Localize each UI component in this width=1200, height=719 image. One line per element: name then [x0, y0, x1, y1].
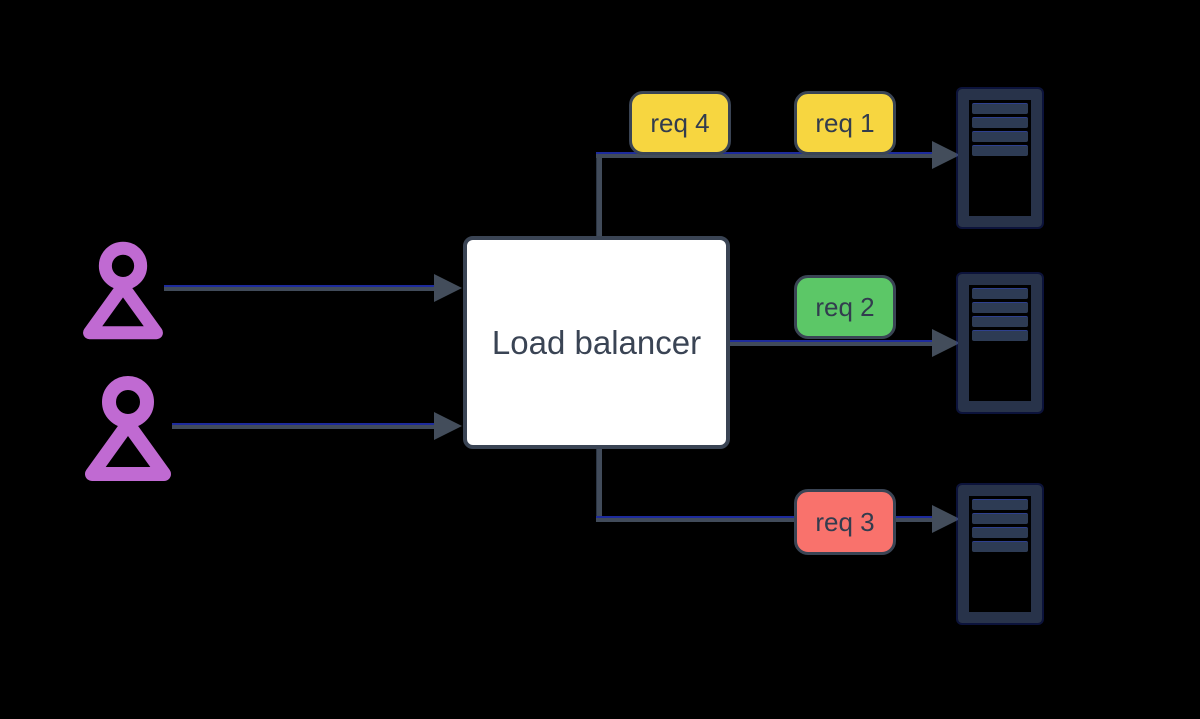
server-slat — [972, 131, 1028, 142]
arrowhead-icon — [434, 412, 462, 440]
user-icon — [83, 241, 163, 340]
connector-lb-to-server3-vertical — [596, 448, 602, 522]
request-badge-label: req 1 — [815, 107, 875, 138]
server-slat — [972, 527, 1028, 538]
load-balancer-node: Load balancer — [463, 236, 730, 449]
server-icon — [958, 485, 1042, 623]
server-icon — [958, 274, 1042, 412]
server-slat — [972, 302, 1028, 313]
server-slat — [972, 499, 1028, 510]
request-badge-req2: req 2 — [794, 275, 896, 339]
connector-user2-to-lb — [172, 423, 436, 429]
request-badge-req3: req 3 — [794, 489, 896, 555]
server-slat — [972, 330, 1028, 341]
server-slat — [972, 316, 1028, 327]
connector-lb-to-server1-vertical — [596, 152, 602, 238]
server-slat — [972, 513, 1028, 524]
connector-lb-to-server2 — [729, 340, 932, 346]
request-badge-label: req 3 — [815, 506, 875, 537]
request-badge-label: req 4 — [650, 107, 710, 138]
arrowhead-icon — [434, 274, 462, 302]
server-slat — [972, 117, 1028, 128]
load-balancer-label: Load balancer — [491, 323, 702, 361]
server-slat — [972, 103, 1028, 114]
connector-lb-to-server3 — [596, 516, 932, 522]
server-slat — [972, 541, 1028, 552]
server-slat — [972, 145, 1028, 156]
arrowhead-icon — [932, 329, 960, 357]
server-icon — [958, 89, 1042, 227]
request-badge-label: req 2 — [815, 291, 875, 322]
user-icon — [85, 376, 171, 481]
connector-lb-to-server1 — [596, 152, 932, 158]
request-badge-req1: req 1 — [794, 91, 896, 155]
server-slat — [972, 288, 1028, 299]
arrowhead-icon — [932, 505, 960, 533]
request-badge-req4: req 4 — [629, 91, 731, 155]
arrowhead-icon — [932, 141, 960, 169]
connector-user1-to-lb — [164, 285, 436, 291]
